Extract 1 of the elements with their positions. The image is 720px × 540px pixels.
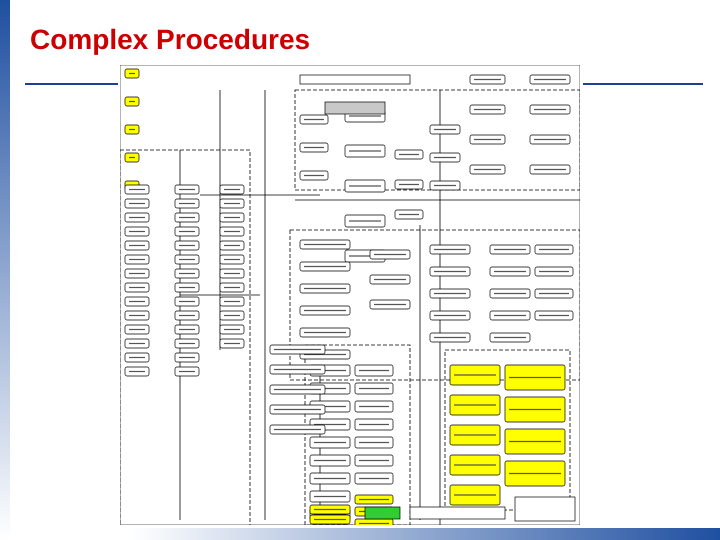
slide-title: Complex Procedures xyxy=(30,24,310,56)
